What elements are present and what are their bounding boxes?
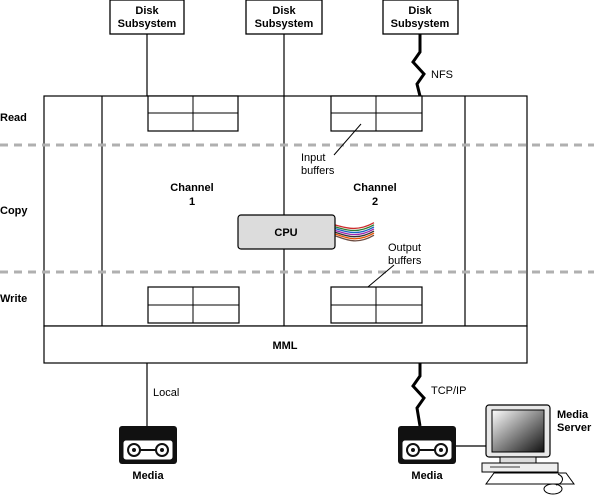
media-server-label-line2: Server bbox=[557, 422, 592, 434]
nfs-label: NFS bbox=[431, 69, 453, 81]
media-left-label: Media bbox=[132, 470, 164, 482]
output-buffers-label-line1: Output bbox=[388, 242, 421, 254]
output-buffers-label-line2: buffers bbox=[388, 255, 422, 267]
media-server-computer-icon bbox=[481, 404, 575, 495]
local-label: Local bbox=[153, 387, 179, 399]
read-buffer-channel-2 bbox=[330, 95, 423, 132]
nfs-link bbox=[411, 34, 426, 97]
disk-subsystem-1: Disk Subsystem bbox=[109, 0, 185, 35]
write-buffer-channel-1 bbox=[147, 286, 240, 324]
mml-box bbox=[43, 325, 528, 364]
read-buffer-channel-1 bbox=[147, 95, 239, 132]
disk-2-label-line1: Disk bbox=[272, 5, 296, 17]
mml-label: MML bbox=[272, 340, 297, 352]
disk-3-label-line2: Subsystem bbox=[391, 18, 450, 30]
disk-subsystem-3: Disk Subsystem bbox=[382, 0, 459, 35]
channel-2-label-line2: 2 bbox=[372, 196, 378, 208]
media-tape-left-icon bbox=[119, 426, 177, 464]
write-buffer-channel-2 bbox=[330, 286, 423, 324]
disk-3-label-line1: Disk bbox=[408, 5, 432, 17]
input-buffers-label-line1: Input bbox=[301, 152, 325, 164]
disk-1-label-line1: Disk bbox=[135, 5, 159, 17]
cpu-box: CPU bbox=[237, 214, 336, 250]
media-tape-right-icon bbox=[398, 426, 456, 464]
tcpip-label: TCP/IP bbox=[431, 385, 466, 397]
channel-1-label-line1: Channel bbox=[170, 182, 213, 194]
disk-1-label-line2: Subsystem bbox=[118, 18, 177, 30]
phase-write-label: Write bbox=[0, 293, 27, 305]
phase-read-label: Read bbox=[0, 112, 27, 124]
input-buffers-label-line2: buffers bbox=[301, 165, 335, 177]
input-buffers-pointer bbox=[333, 123, 362, 156]
main-frame bbox=[43, 95, 528, 327]
cpu-label: CPU bbox=[274, 227, 297, 239]
phase-copy-label: Copy bbox=[0, 205, 28, 217]
tcpip-link bbox=[411, 363, 426, 427]
media-right-label: Media bbox=[411, 470, 443, 482]
media-server-label-line1: Media bbox=[557, 409, 589, 421]
disk-2-label-line2: Subsystem bbox=[255, 18, 314, 30]
channel-1-label-line2: 1 bbox=[189, 196, 195, 208]
disk-subsystem-2: Disk Subsystem bbox=[245, 0, 323, 35]
channel-2-label-line1: Channel bbox=[353, 182, 396, 194]
